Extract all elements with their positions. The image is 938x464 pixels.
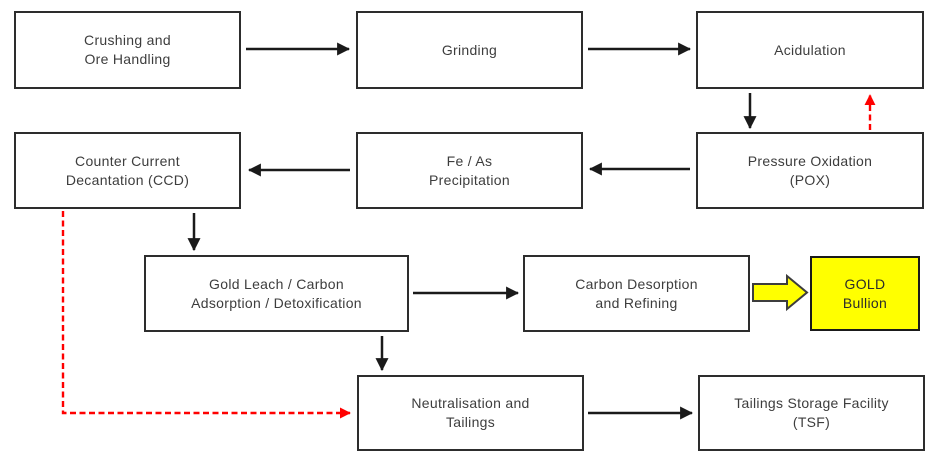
node-crushing-and-ore-handling: Crushing and Ore Handling <box>14 11 241 89</box>
node-neutralisation-tailings: Neutralisation and Tailings <box>357 375 584 451</box>
node-pressure-oxidation: Pressure Oxidation (POX) <box>696 132 924 209</box>
node-tailings-storage-facility: Tailings Storage Facility (TSF) <box>698 375 925 451</box>
node-carbon-desorption-refining: Carbon Desorption and Refining <box>523 255 750 332</box>
node-grinding: Grinding <box>356 11 583 89</box>
node-gold-leach-carbon-adsorption: Gold Leach / Carbon Adsorption / Detoxif… <box>144 255 409 332</box>
node-counter-current-decantation: Counter Current Decantation (CCD) <box>14 132 241 209</box>
yellow-block-arrow <box>752 273 809 312</box>
node-gold-bullion: GOLD Bullion <box>810 256 920 331</box>
node-fe-as-precipitation: Fe / As Precipitation <box>356 132 583 209</box>
dashed-arrow-ccd-to-neutralisation <box>61 211 351 419</box>
node-acidulation: Acidulation <box>696 11 924 89</box>
